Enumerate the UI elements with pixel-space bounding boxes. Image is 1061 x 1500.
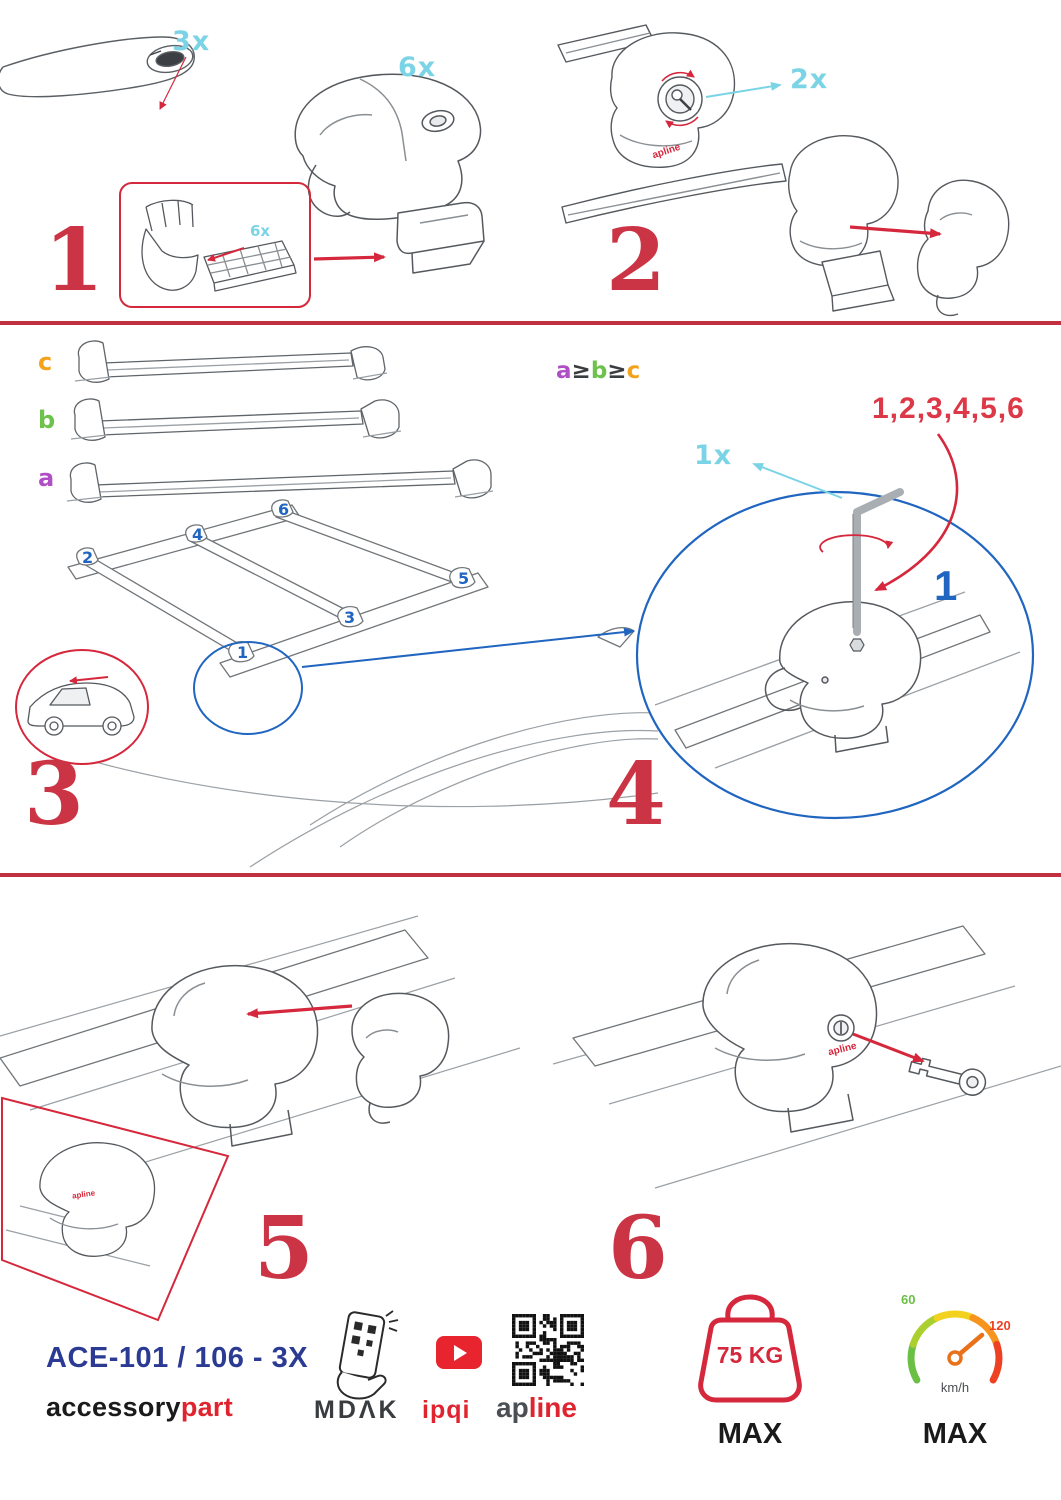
step1-foot-qty: 6x xyxy=(398,52,437,83)
rule-a: a xyxy=(556,358,572,384)
logo-apline: apline xyxy=(496,1392,577,1424)
sequence-start-number: 1 xyxy=(934,562,958,609)
bar-size-rule: a≥b≥c xyxy=(556,358,640,384)
logo-ipqi: ipqi xyxy=(422,1396,471,1424)
step5-cover-illustration xyxy=(0,915,521,1322)
roof-position-6: 6 xyxy=(278,500,290,519)
speed-gauge-icon xyxy=(907,1310,1003,1384)
step2-number: 2 xyxy=(606,210,666,311)
step6-number: 6 xyxy=(608,1198,668,1299)
bar-label-c: c xyxy=(38,348,53,376)
roof-position-4: 4 xyxy=(192,525,204,544)
step5-number: 5 xyxy=(254,1198,314,1299)
brand-wordmark: accessorypart xyxy=(46,1392,233,1423)
roof-mounting-illustration xyxy=(15,499,659,868)
brand-wordmark-red: part xyxy=(180,1392,234,1422)
max-weight-value: 75 KG xyxy=(716,1342,784,1368)
rule-c: c xyxy=(626,358,641,384)
scan-phone-icon xyxy=(336,1310,399,1400)
step1-number: 1 xyxy=(44,210,104,311)
step4-tool-qty: 1x xyxy=(694,440,733,471)
step2-lock-qty: 2x xyxy=(790,64,829,95)
speed-unit: km/h xyxy=(940,1380,970,1395)
logo-mdak: MDΛK xyxy=(314,1396,400,1424)
bar-label-b: b xyxy=(38,406,56,434)
speed-high-value: 120 xyxy=(989,1318,1011,1333)
section-divider-1 xyxy=(0,321,1061,325)
step4-torque-detail-illustration xyxy=(635,433,1035,820)
max-weight-label: MAX xyxy=(717,1418,783,1450)
step2-illustration xyxy=(557,24,1010,317)
rule-gte-2: ≥ xyxy=(607,358,627,384)
roof-position-3: 3 xyxy=(344,608,356,627)
step1-illustration xyxy=(0,36,485,308)
roof-position-5: 5 xyxy=(458,569,470,588)
step4-number: 4 xyxy=(606,744,666,845)
qr-code xyxy=(512,1314,584,1386)
logo-apline-red: line xyxy=(528,1392,577,1423)
step1-pad-qty: 6x xyxy=(250,222,271,240)
rule-b: b xyxy=(590,358,608,384)
youtube-icon xyxy=(436,1336,482,1369)
max-speed-label: MAX xyxy=(922,1418,988,1450)
qr-code-svg xyxy=(512,1314,584,1386)
brand-wordmark-black: accessory xyxy=(46,1392,181,1422)
product-model: ACE-101 / 106 - 3X xyxy=(46,1342,309,1374)
section-divider-2 xyxy=(0,873,1061,877)
tighten-sequence: 1,2,3,4,5,6 xyxy=(872,392,1025,425)
rule-gte-1: ≥ xyxy=(571,358,591,384)
step6-lock-illustration xyxy=(552,925,1061,1189)
roof-position-1: 1 xyxy=(237,643,249,662)
step1-bar-qty: 3x xyxy=(172,26,211,57)
speed-low-value: 60 xyxy=(901,1292,916,1307)
max-weight-icon xyxy=(698,1294,802,1403)
bar-label-a: a xyxy=(38,464,55,492)
step3-number: 3 xyxy=(24,744,84,845)
bar-size-comparison-illustration xyxy=(66,340,494,503)
roof-position-2: 2 xyxy=(82,548,94,567)
logo-apline-gray: ap xyxy=(496,1392,529,1423)
